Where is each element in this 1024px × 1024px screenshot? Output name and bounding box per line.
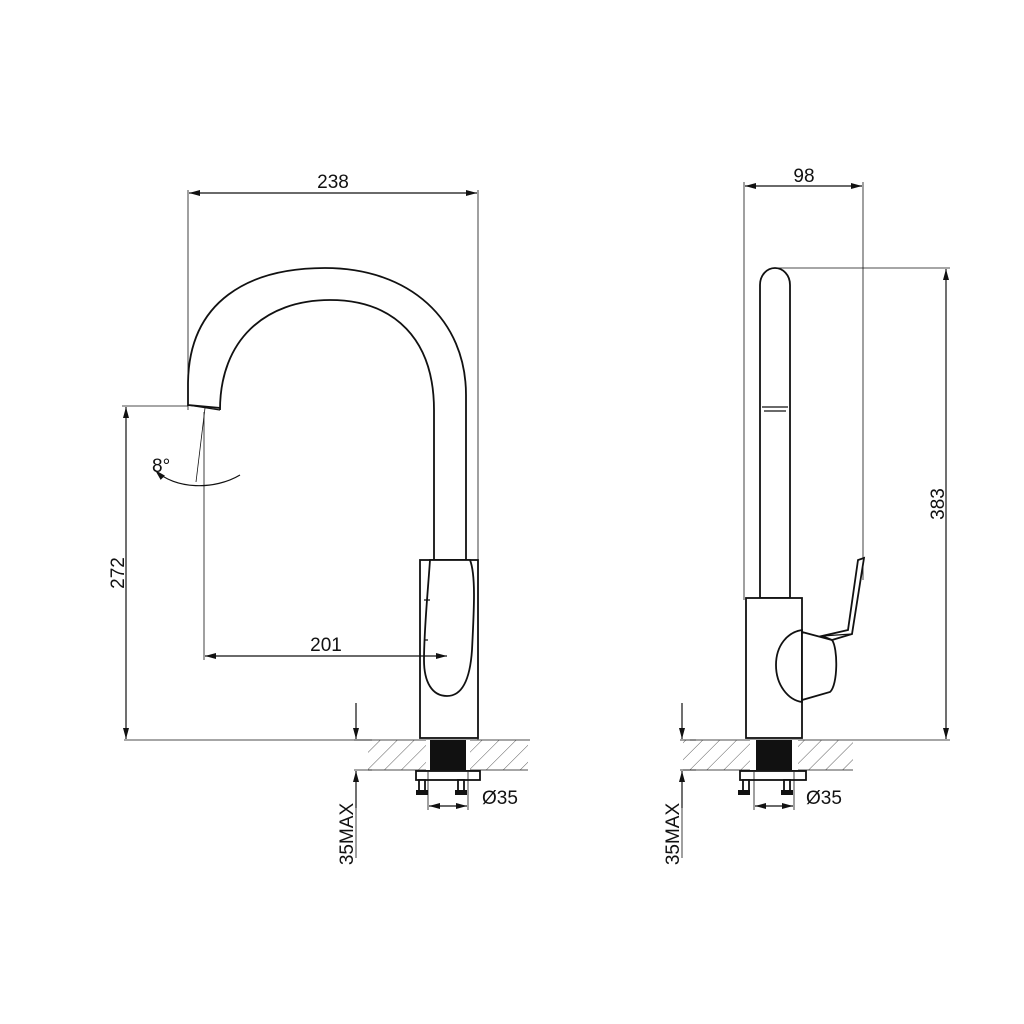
front-view: 238 272 8° [108, 172, 530, 865]
hole-diameter-label-front: Ø35 [482, 788, 518, 809]
deck-thickness-dimension-side: 35MAX [663, 703, 696, 865]
reach-label: 201 [310, 635, 342, 656]
hole-diameter-dimension-side: Ø35 [753, 772, 842, 810]
deck-thickness-dimension-front: 35MAX [337, 703, 372, 865]
total-height-label: 383 [928, 488, 949, 520]
width-label: 238 [317, 172, 349, 193]
spout-height-dimension: 272 [108, 405, 188, 739]
faucet-side [690, 267, 866, 741]
side-view: 98 383 [663, 166, 950, 865]
hole-diameter-label-side: Ø35 [806, 788, 842, 809]
faucet-front [124, 267, 530, 741]
deck-thickness-label-front: 35MAX [337, 803, 358, 866]
angle-indicator: 8° [152, 407, 241, 487]
deck-section-side [683, 740, 853, 795]
total-height-dimension: 383 [778, 267, 950, 741]
depth-label: 98 [793, 166, 814, 187]
angle-label: 8° [152, 456, 170, 477]
spout-height-label: 272 [108, 557, 129, 589]
deck-thickness-label-side: 35MAX [663, 803, 684, 866]
reach-dimension: 201 [203, 412, 447, 660]
deck-section-front [368, 740, 528, 795]
depth-dimension: 98 [743, 166, 864, 600]
hole-diameter-dimension-front: Ø35 [427, 772, 518, 810]
